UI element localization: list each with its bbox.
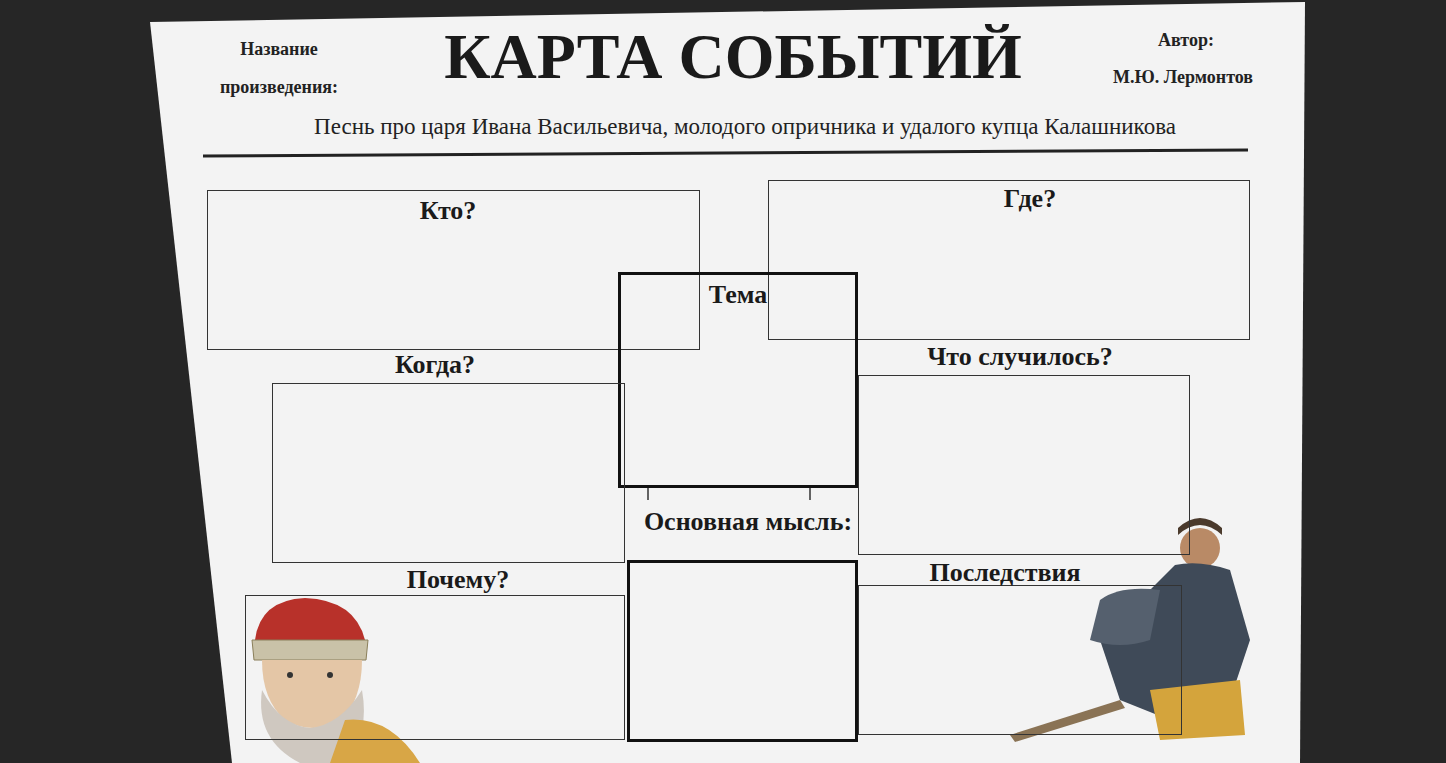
event-map-box: Кто? [207,190,700,350]
box-border [858,585,1182,735]
box-heading: Где? [1004,184,1056,214]
box-heading: Кто? [420,196,477,226]
work-title: Песнь про царя Ивана Васильевича, молодо… [314,112,1176,142]
box-border [272,383,625,563]
author-caption: Автор: [1158,28,1214,52]
box-heading: Что случилось? [927,342,1113,372]
box-border [627,560,858,742]
worksheet-title: КАРТА СОБЫТИЙ [444,22,1022,92]
box-heading: Почему? [407,565,509,595]
event-map-box: Почему? [245,565,625,740]
work-title-caption: Название произведения: [204,30,354,106]
author-name: М.Ю. Лермонтов [1113,65,1253,89]
event-map-box: Основная мысль: [627,505,858,742]
box-border [858,375,1190,555]
box-heading: Последствия [929,558,1080,588]
event-map-box: Когда? [272,350,625,563]
event-map-box: Последствия [858,558,1182,735]
event-map-box: Где? [768,180,1250,340]
event-map-box: Что случилось? [858,342,1190,555]
box-heading: Тема [709,280,767,310]
box-heading: Основная мысль: [644,507,852,537]
event-map-box: Тема [618,272,858,488]
box-border [245,595,625,740]
box-heading: Когда? [395,350,475,380]
